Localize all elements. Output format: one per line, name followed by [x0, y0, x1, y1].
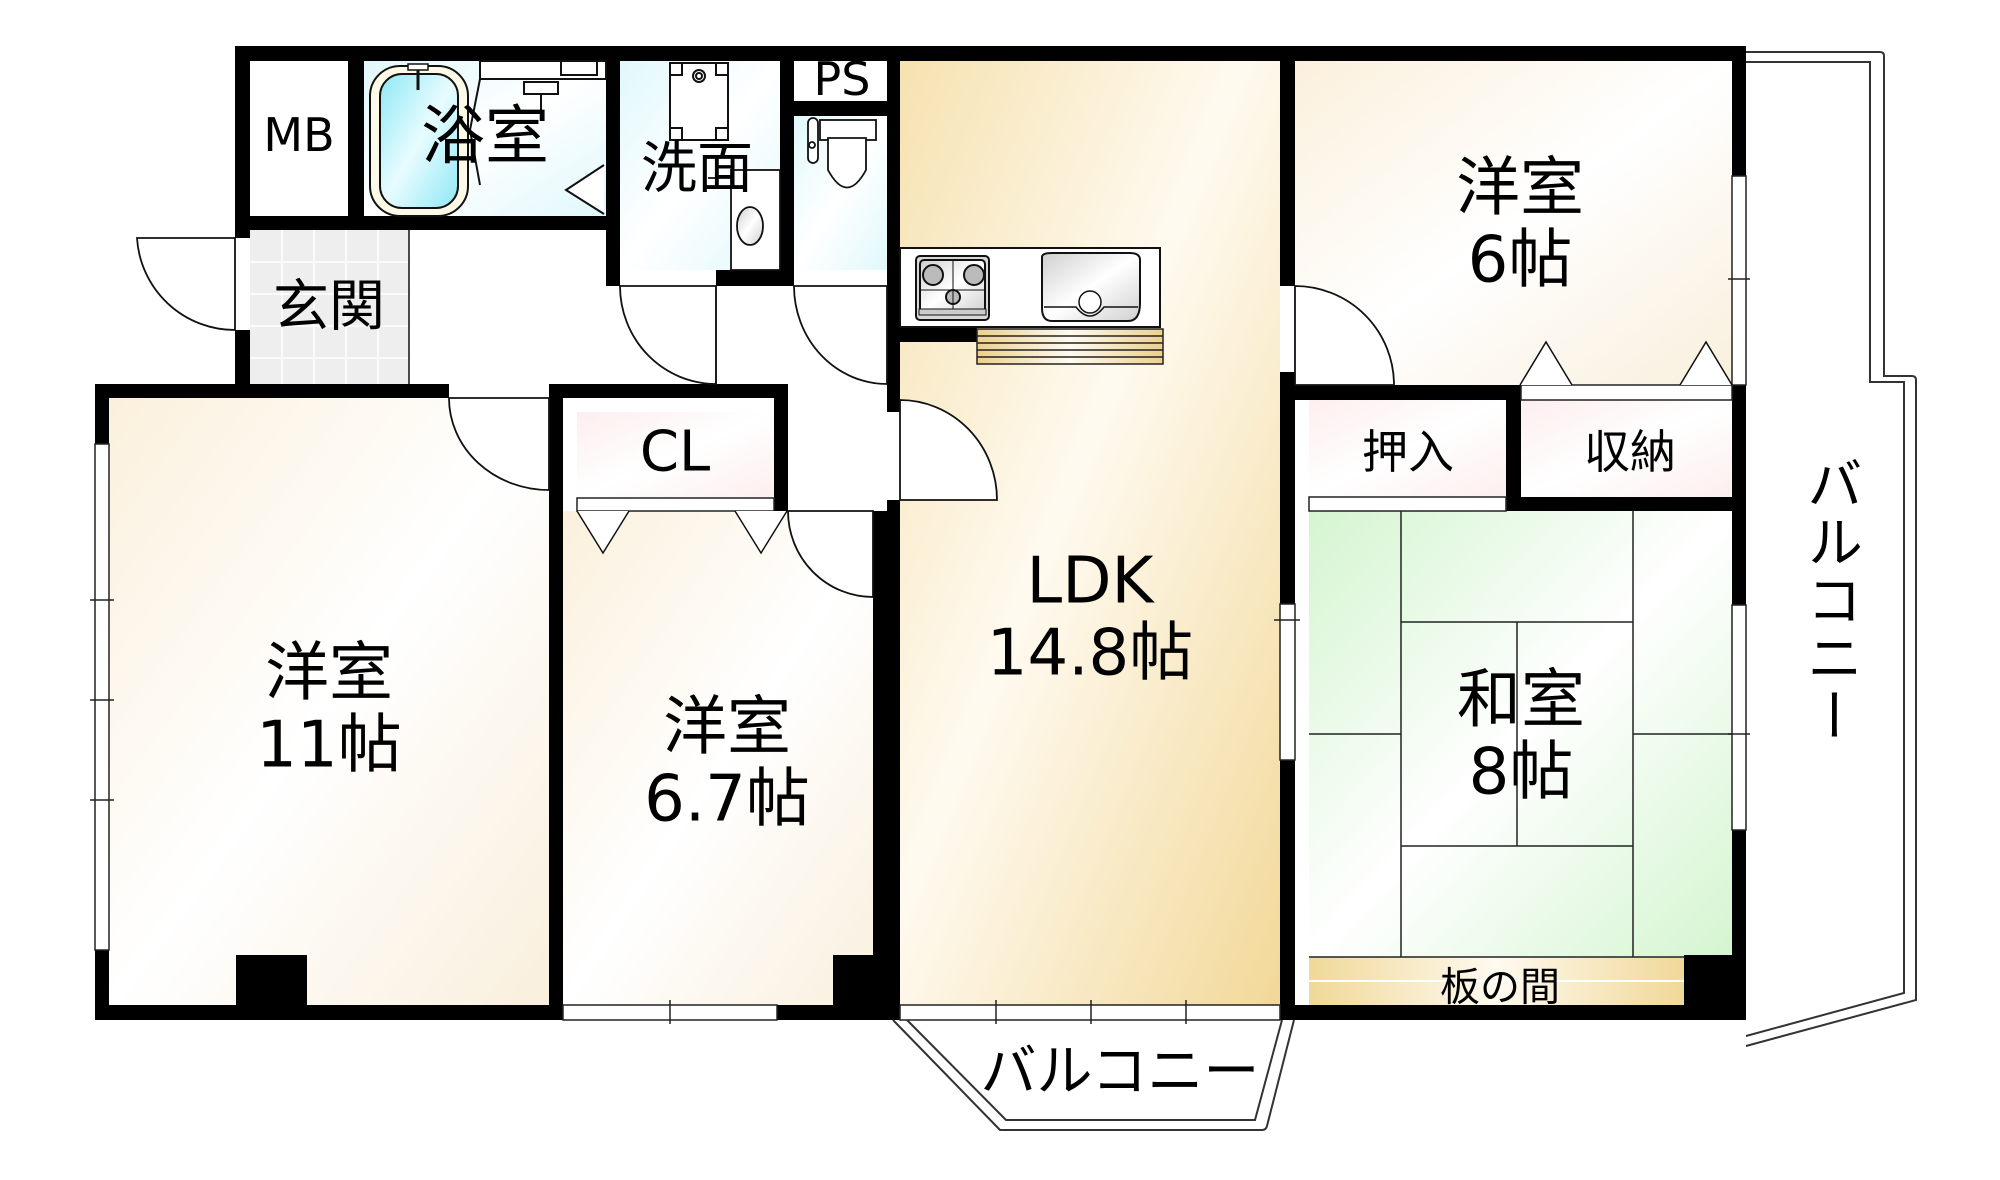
door-wash — [619, 285, 717, 385]
walls — [95, 46, 1746, 1020]
room-label-entrance: 玄関 — [273, 274, 385, 340]
entrance-door — [136, 237, 236, 331]
door-6-7 — [787, 510, 874, 598]
room-label-bath: 浴室 — [421, 100, 549, 175]
kitchen-counter — [899, 247, 1161, 328]
room-western-11-floor — [109, 398, 549, 1005]
room-western-6-7-floor — [563, 511, 887, 1005]
balcony-label-south: バルコニー — [980, 1039, 1260, 1105]
room-ldk-floor — [900, 61, 1280, 1005]
balcony-label-east: バルコニー — [1797, 455, 1863, 745]
room-label-itanoma: 板の間 — [1440, 964, 1560, 1011]
kitchen-shelf-icon — [976, 328, 1164, 365]
room-ps-floor — [794, 61, 887, 101]
room-label-japanese: 和室 8帖 — [1457, 663, 1585, 809]
room-label-closet-cl: CL — [639, 419, 711, 485]
entrance-tile-grid — [250, 230, 409, 384]
kitchen-sink-icon — [1041, 252, 1141, 322]
window-ldk-bottom — [899, 1004, 1281, 1021]
door-toilet — [793, 285, 888, 385]
window-japanese-right — [1731, 604, 1747, 831]
tatami-lines — [1309, 511, 1732, 958]
cl-front — [576, 497, 775, 512]
room-label-ps: PS — [813, 52, 871, 107]
room-label-western-6: 洋室 6帖 — [1456, 151, 1584, 297]
oshiire-front — [1308, 496, 1507, 512]
room-label-western-11: 洋室 11帖 — [256, 636, 402, 782]
window-6-right — [1731, 175, 1747, 386]
ldk-japanese-sliding — [1279, 603, 1296, 761]
bathtub-icon — [369, 63, 469, 217]
washing-machine-pan-icon — [669, 62, 729, 141]
toilet-icon — [807, 117, 877, 189]
room-cl-floor — [577, 412, 774, 498]
bath-faucet-icon — [468, 60, 607, 215]
room-label-oshiire: 押入 — [1362, 425, 1454, 480]
room-storage-floor — [1521, 400, 1732, 497]
room-label-western-6-7: 洋室 6.7帖 — [644, 690, 810, 836]
east-balcony-outline — [1745, 51, 1917, 1047]
door-6 — [1294, 285, 1395, 386]
room-label-storage: 収納 — [1584, 425, 1676, 480]
storage-front — [1520, 384, 1733, 401]
room-mb-floor — [250, 61, 348, 216]
south-balcony-outline — [892, 1019, 1295, 1131]
gas-stove-icon — [915, 255, 990, 321]
door-11 — [448, 397, 550, 491]
room-label-ldk: LDK 14.8帖 — [986, 544, 1194, 690]
room-oshiire-floor — [1309, 400, 1506, 497]
room-label-mb: MB — [263, 108, 335, 163]
window-11-left — [94, 443, 110, 951]
room-label-washroom: 洗面 — [641, 136, 753, 202]
door-swings — [136, 237, 1395, 598]
wash-basin-icon — [708, 169, 781, 271]
folding-doors — [576, 340, 1733, 555]
door-ldk — [899, 399, 998, 501]
